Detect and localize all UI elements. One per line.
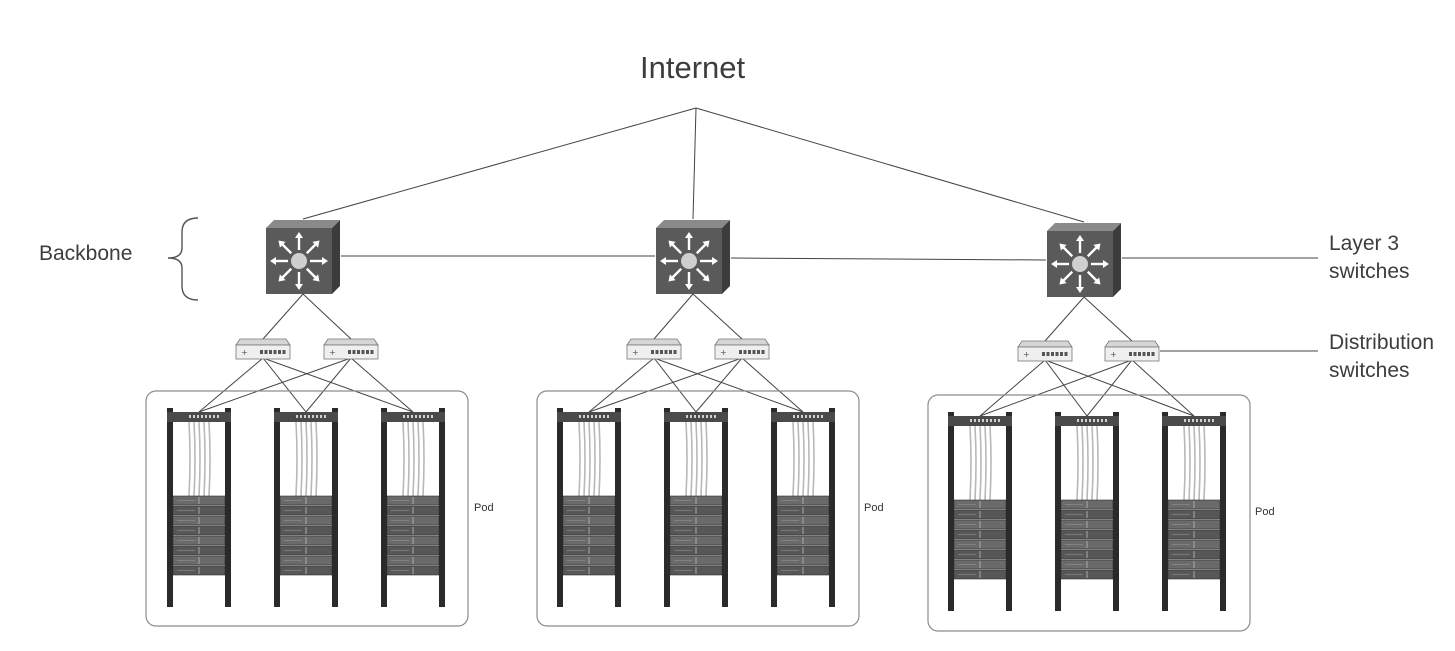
svg-text:+: + [720, 348, 727, 357]
curly-bracket [167, 217, 199, 301]
svg-text:+: + [329, 348, 336, 357]
pod-box-1 [145, 390, 469, 627]
layer3-label-line-2: switches [1329, 260, 1410, 283]
internet-label: Internet [640, 50, 746, 85]
dist-rack-link [653, 357, 804, 413]
dist-rack-link [350, 357, 414, 413]
core-switch [266, 220, 340, 294]
core-dist-link [1083, 296, 1133, 342]
svg-text:+: + [241, 348, 248, 357]
server-rack [1055, 412, 1119, 611]
svg-text:+: + [1023, 350, 1030, 359]
dist-rack-link [198, 357, 352, 413]
pods-group [145, 390, 1251, 632]
distribution-switch: + [626, 338, 682, 360]
backbone-link-2 [730, 257, 1047, 261]
layer3-label-line-1: Layer 3 [1329, 232, 1400, 255]
internet-link-3 [695, 107, 1085, 223]
dist-rack-link [979, 359, 1046, 417]
distribution-switch: + [1017, 340, 1073, 362]
dist-rack-link [1044, 359, 1195, 417]
distribution-switch: + [714, 338, 770, 360]
distribution-switches-label: Distribution switches [1329, 329, 1434, 385]
internet-link-2 [692, 107, 697, 220]
dist-rack-link [1131, 359, 1195, 417]
dist-rack-link [1044, 359, 1088, 417]
core-dist-link [653, 293, 694, 340]
layer3-switches-label: Layer 3 switches [1329, 230, 1410, 286]
core-dist-link [262, 293, 304, 340]
dist-rack-link [1086, 359, 1133, 417]
dist-rack-link [695, 357, 743, 413]
distribution-switch: + [1104, 340, 1160, 362]
dist-rack-link [741, 357, 804, 413]
core-dist-link [692, 293, 743, 340]
server-rack [771, 408, 835, 607]
pod-box-3 [927, 394, 1251, 632]
switches-group: + + + + + + [235, 220, 1160, 362]
pod-box-2 [536, 390, 860, 627]
pod-label-1: Pod [474, 502, 494, 514]
distribution-switch: + [323, 338, 379, 360]
svg-text:+: + [1110, 350, 1117, 359]
dist-rack-link [588, 357, 655, 413]
distribution-label-line-1: Distribution [1329, 331, 1435, 354]
dist-rack-link [262, 357, 414, 413]
backbone-label: Backbone [39, 242, 133, 265]
server-rack [557, 408, 621, 607]
connection-lines [198, 107, 1318, 417]
internet-link-1 [302, 107, 697, 220]
server-rack [381, 408, 445, 607]
core-dist-link [1044, 296, 1085, 342]
dist-rack-link [198, 357, 264, 413]
server-rack [167, 408, 231, 607]
dist-rack-link [979, 359, 1133, 417]
pod-label-3: Pod [1255, 506, 1275, 518]
core-switch [1047, 223, 1121, 297]
distribution-switch: + [235, 338, 291, 360]
backbone-bracket [167, 217, 199, 301]
server-rack [664, 408, 728, 607]
server-rack [948, 412, 1012, 611]
svg-text:+: + [632, 348, 639, 357]
server-rack [274, 408, 338, 607]
dist-rack-link [305, 357, 352, 413]
distribution-label-line-2: switches [1329, 359, 1410, 382]
core-dist-link [302, 293, 352, 340]
pod-label-2: Pod [864, 502, 884, 514]
server-rack [1162, 412, 1226, 611]
core-switch [656, 220, 730, 294]
dist-rack-link [653, 357, 697, 413]
dist-rack-link [262, 357, 307, 413]
dist-rack-link [588, 357, 743, 413]
